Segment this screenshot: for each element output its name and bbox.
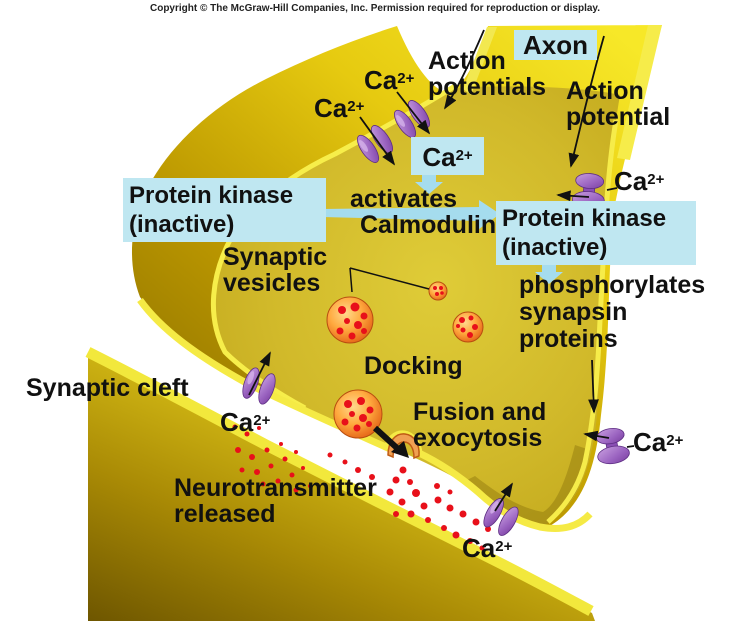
ca-influx-arrow-1 bbox=[359, 116, 396, 166]
vesicle-large bbox=[326, 296, 374, 344]
ca-influx-arrow-2 bbox=[396, 91, 431, 135]
neurotransmitter-molecules bbox=[232, 424, 491, 551]
ca-box-down-arrow bbox=[415, 175, 443, 194]
calmodulin-label: Calmodulin bbox=[360, 211, 497, 239]
action-potential-label: Action potential bbox=[566, 77, 671, 131]
action-potentials-label: Action potentials bbox=[428, 47, 547, 101]
kinase-down-arrow bbox=[535, 264, 563, 284]
activates-calmodulin-arrow bbox=[322, 200, 500, 229]
action-potentials-arrow bbox=[444, 29, 485, 110]
ca-label-right: Ca2+ bbox=[614, 166, 665, 196]
neurotransmitter-label: Neurotransmitter released bbox=[174, 474, 377, 528]
ca-label-cleft: Ca2+ bbox=[220, 407, 271, 437]
docking-arrow bbox=[372, 425, 409, 458]
protein-kinase-left-box: Protein kinase (inactive) bbox=[123, 178, 326, 242]
axon bbox=[463, 25, 662, 160]
ca-influx-arrow-right bbox=[556, 190, 590, 202]
ca-influx-arrow-cleft bbox=[248, 351, 271, 396]
ca-channel-cleft-left bbox=[242, 367, 276, 405]
ca-label-bottom-right: Ca2+ bbox=[633, 427, 684, 457]
ca-label-top-1: Ca2+ bbox=[314, 93, 365, 123]
postsynaptic-membrane bbox=[85, 347, 594, 616]
vesicle-leader-lines bbox=[349, 267, 430, 293]
vesicle-docking bbox=[333, 389, 383, 439]
flow-arrows bbox=[248, 29, 635, 512]
ca-label-bottom: Ca2+ bbox=[462, 533, 513, 563]
synaptic-vesicles bbox=[326, 267, 484, 460]
activates-label: activates bbox=[350, 185, 458, 213]
vesicle-small bbox=[428, 281, 448, 301]
postsynaptic-cell bbox=[85, 347, 595, 621]
protein-kinase-right-box: Protein kinase (inactive) bbox=[496, 201, 696, 265]
axon-label-box: Axon bbox=[514, 30, 597, 60]
ca-label-top-2: Ca2+ bbox=[364, 65, 415, 95]
synaptic-vesicles-label: Synaptic vesicles bbox=[223, 243, 328, 297]
phosphorylates-label: phosphorylates synapsin proteins bbox=[519, 271, 706, 353]
fusion-pocket bbox=[387, 433, 420, 460]
docking-label: Docking bbox=[364, 352, 463, 380]
ca-channel-bottom-right bbox=[596, 427, 630, 465]
copyright-line: Copyright © The McGraw-Hill Companies, I… bbox=[149, 3, 601, 14]
ca-influx-arrow-bottom bbox=[494, 482, 513, 512]
vesicle-right bbox=[452, 311, 484, 343]
synaptic-cleft-label: Synaptic cleft bbox=[26, 374, 189, 402]
fusion-exocytosis-label: Fusion and exocytosis bbox=[413, 398, 547, 452]
ca-label-box: Ca2+ bbox=[411, 137, 484, 175]
ca-influx-arrow-bottom-right bbox=[583, 430, 610, 442]
ca-channel-top-1 bbox=[357, 125, 393, 163]
proteins-to-channel-arrow bbox=[588, 359, 599, 414]
action-potential-arrow bbox=[568, 35, 605, 168]
process-arrows bbox=[322, 175, 563, 284]
